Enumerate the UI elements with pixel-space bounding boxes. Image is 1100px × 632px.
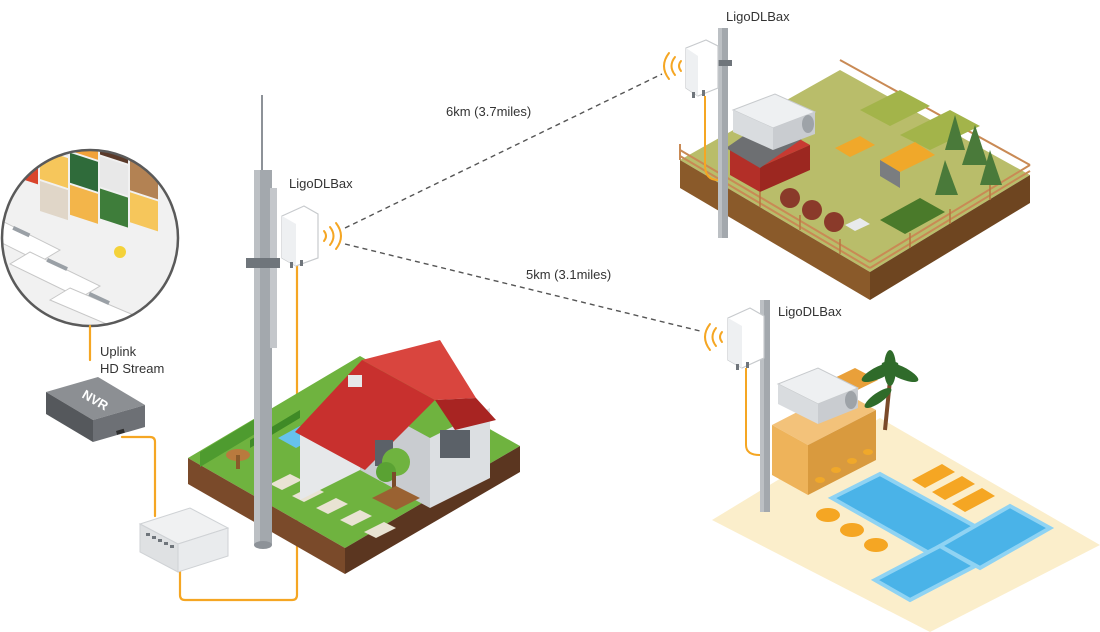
uplink-label-line2: HD Stream	[100, 361, 165, 376]
nvr-recorder-icon	[46, 377, 145, 442]
uplink-label-line1: Uplink	[100, 344, 137, 359]
main-tower	[246, 95, 280, 549]
farm-cable	[704, 96, 719, 181]
outdoor-radio-icon	[685, 39, 719, 98]
house-illustration	[188, 340, 520, 574]
network-switch-icon	[138, 507, 230, 573]
link-distance-farm: 6km (3.7miles)	[446, 104, 532, 119]
farm-pole	[714, 28, 732, 238]
radio-label-farm: LigoDLBax	[726, 9, 790, 24]
security-camera-icon	[731, 93, 817, 150]
signal-waves-icon	[704, 323, 723, 351]
wireless-links	[344, 73, 701, 332]
outdoor-radio-icon	[727, 307, 765, 370]
signal-waves-icon	[663, 52, 682, 80]
monitoring-room-illustration	[0, 148, 180, 328]
security-camera-icon	[776, 367, 860, 424]
farm-illustration	[679, 59, 1031, 300]
pool-pole	[760, 300, 770, 512]
radio-label-pool: LigoDLBax	[778, 304, 842, 319]
radio-label-main: LigoDLBax	[289, 176, 353, 191]
ethernet-cables	[88, 256, 299, 602]
pool-cable	[745, 368, 761, 456]
pool-illustration	[712, 350, 1100, 632]
outdoor-radio-icon	[281, 205, 319, 268]
link-distance-pool: 5km (3.1miles)	[526, 267, 612, 282]
signal-waves-icon	[323, 222, 342, 250]
